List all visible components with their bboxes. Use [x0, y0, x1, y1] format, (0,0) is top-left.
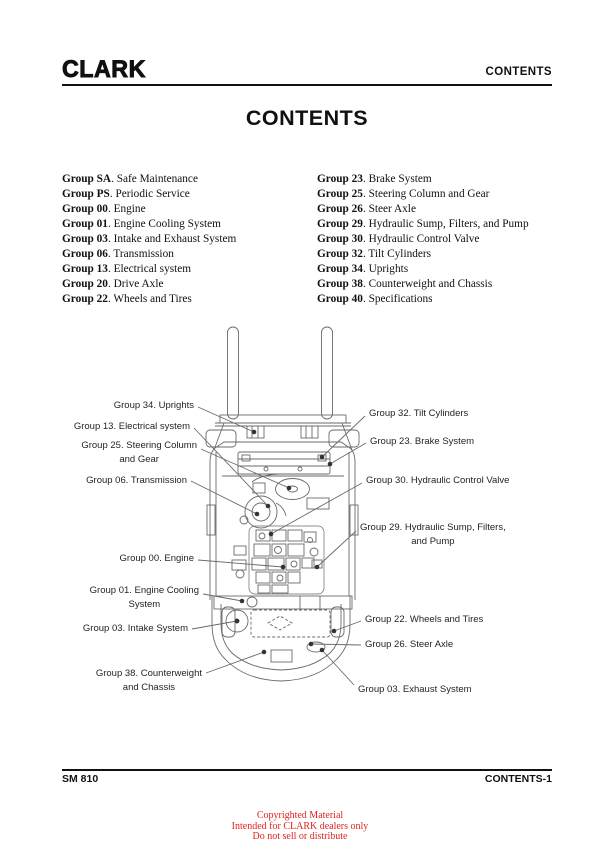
leader-dot-brake-system: [327, 461, 333, 467]
contents-entry: Group 38. Counterweight and Chassis: [317, 278, 493, 291]
contents-entry: Group 06. Transmission: [62, 248, 174, 261]
contents-entry: Group 34. Uprights: [317, 263, 409, 276]
leader-dot-engine-cooling: [239, 598, 245, 604]
contents-entry: Group 22. Wheels and Tires: [62, 293, 192, 306]
diagram-label-electrical-system: Group 13. Electrical system: [73, 421, 190, 433]
contents-entry: Group 01. Engine Cooling System: [62, 218, 221, 231]
leader-dot-hydraulic-control-valve: [268, 531, 274, 537]
leader-line-electrical-system: [193, 427, 269, 507]
leader-line-exhaust-system: [321, 649, 355, 686]
leader-line-engine-cooling: [202, 593, 243, 602]
leader-dot-steering-column: [286, 485, 292, 491]
leader-line-intake-system: [191, 620, 238, 630]
diagram-label-steer-axle: Group 26. Steer Axle: [365, 639, 454, 651]
leader-line-uprights: [197, 406, 255, 433]
leader-line-steer-axle: [310, 643, 362, 646]
contents-entry: Group 03. Intake and Exhaust System: [62, 233, 237, 246]
leader-line-hydraulic-control-valve: [270, 482, 363, 535]
footer-page-number: CONTENTS-1: [484, 773, 552, 785]
contents-entry: Group 32. Tilt Cylinders: [317, 248, 432, 261]
diagram-label-transmission: Group 06. Transmission: [86, 475, 187, 487]
contents-entry: Group 30. Hydraulic Control Valve: [317, 233, 480, 246]
page-title: CONTENTS: [245, 106, 369, 130]
contents-entry: Group 26. Steer Axle: [317, 203, 416, 216]
diagram-label-uprights: Group 34. Uprights: [113, 400, 194, 412]
leader-dot-counterweight: [261, 649, 267, 655]
contents-entry: Group PS. Periodic Service: [62, 188, 190, 201]
diagram-label-tilt-cylinders: Group 32. Tilt Cylinders: [369, 408, 469, 420]
contents-entry: Group 13. Electrical system: [62, 263, 192, 276]
contents-entry: Group 40. Specifications: [317, 293, 433, 306]
diagram-label-engine: Group 00. Engine: [119, 553, 194, 565]
diagram-label-hydraulic-sump: Group 29. Hydraulic Sump, Filters,and Pu…: [360, 522, 506, 547]
leader-dot-hydraulic-sump: [314, 564, 320, 570]
leader-dot-transmission: [254, 511, 260, 517]
header-section-title: CONTENTS: [485, 66, 552, 78]
diagram-label-exhaust-system: Group 03. Exhaust System: [358, 684, 472, 696]
contents-entry: Group 00. Engine: [62, 203, 146, 216]
leader-line-tilt-cylinders: [321, 415, 366, 458]
contents-entry: Group 20. Drive Axle: [62, 278, 164, 291]
leader-line-brake-system: [329, 442, 367, 465]
contents-entry: Group 25. Steering Column and Gear: [317, 188, 490, 201]
leader-line-steering-column: [200, 448, 290, 489]
diagram-label-brake-system: Group 23. Brake System: [370, 436, 475, 448]
copyright-notice-line: Intended for CLARK dealers only: [231, 820, 369, 832]
diagram-label-wheels-tires: Group 22. Wheels and Tires: [365, 614, 484, 626]
contents-entry: Group 29. Hydraulic Sump, Filters, and P…: [317, 218, 529, 231]
leader-dot-steer-axle: [308, 641, 314, 647]
leader-dot-intake-system: [234, 618, 240, 624]
leader-line-hydraulic-sump: [316, 530, 357, 568]
leader-dot-engine: [280, 564, 286, 570]
leader-dot-electrical-system: [265, 503, 271, 509]
header-rule: [62, 84, 552, 87]
leader-dot-tilt-cylinders: [319, 454, 325, 460]
contents-entry: Group 23. Brake System: [317, 173, 432, 185]
contents-entry: Group SA. Safe Maintenance: [62, 173, 198, 185]
copyright-notice-line: Copyrighted Material: [256, 810, 344, 821]
copyright-notice-line: Do not sell or distribute: [252, 831, 348, 843]
leader-line-counterweight: [205, 651, 265, 674]
leader-dot-exhaust-system: [319, 647, 325, 653]
forklift-art: [205, 326, 360, 682]
leader-line-transmission: [190, 480, 258, 515]
footer-doc-number: SM 810: [62, 773, 99, 785]
clark-logo: CLARK: [62, 56, 146, 84]
footer-rule: [62, 769, 552, 772]
leader-dot-uprights: [251, 429, 257, 435]
diagram-label-hydraulic-control-valve: Group 30. Hydraulic Control Valve: [366, 475, 510, 487]
leader-lines: [190, 406, 367, 686]
leader-dot-wheels-tires: [331, 628, 337, 634]
diagram-label-intake-system: Group 03. Intake System: [82, 623, 188, 635]
leader-line-engine: [197, 559, 284, 568]
leader-line-wheels-tires: [333, 620, 362, 632]
